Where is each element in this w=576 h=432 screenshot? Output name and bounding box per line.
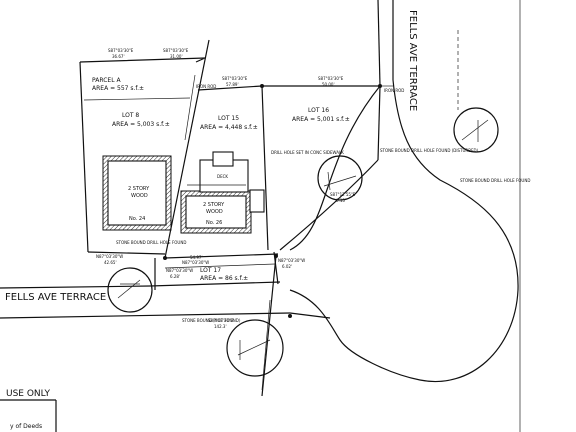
detail-circle-right [453, 107, 499, 153]
deck-label: DECK [217, 174, 228, 179]
deeds-label: y of Deeds [10, 423, 42, 430]
lot15-area: AREA = 4,448 s.f.± [200, 124, 258, 131]
bearing-4: N87°03'30"W [166, 268, 193, 273]
lot17-area: AREA = 86 s.f.± [200, 275, 248, 282]
iron-rod-label-2: IRON ROD [196, 84, 216, 89]
bearing-10: S87°12'55"E [330, 192, 356, 197]
shed [249, 189, 265, 213]
bearing-8-dist: 57.89' [226, 82, 239, 87]
parcel-a-name: PARCEL A [92, 77, 121, 84]
deck-step [212, 151, 234, 167]
bearing-9-dist: 50.00' [322, 82, 335, 87]
bearing-2: S87°03'30"E [163, 48, 189, 53]
bearing-3-dist: 42.65' [104, 260, 117, 265]
iron-rod-label: IRON ROD [384, 88, 404, 93]
lot15-name: LOT 15 [218, 115, 239, 122]
stone-bound-marker [274, 254, 278, 258]
detail-circle-bottom [226, 319, 284, 377]
bearing-9: S87°03'30"E [318, 76, 344, 81]
detail-circle-right-middle [317, 155, 363, 201]
bearing-6-dist: 6.02' [282, 264, 292, 269]
curve-arc-inner [289, 85, 381, 251]
stone-bound-not-found-label: STONE BOUND (NOT FOUND) [182, 318, 241, 323]
bearing-5-dist: 54.97' [190, 255, 203, 260]
iron-rod-marker [378, 84, 382, 88]
bearing-10-dist: 0.15' [336, 198, 346, 203]
detail-circle-lower-left [107, 267, 153, 313]
lot16-area: AREA = 5,001 s.f.± [292, 116, 350, 123]
lot16-name: LOT 16 [308, 107, 329, 114]
use-only-label: USE ONLY [6, 389, 50, 399]
bearing-7: S87°03'30"E [208, 318, 234, 323]
house-26 [185, 195, 247, 229]
stone-bound-right-label: STONE BOUND DRILL HOLE FOUND [460, 178, 530, 183]
house24-number: No. 24 [129, 216, 145, 222]
parcel-a-area: AREA = 557 s.f.± [92, 85, 144, 92]
bearing-4-dist: 6.28' [170, 274, 180, 279]
bearing-7-dist: 142.3' [214, 324, 227, 329]
lot17-name: LOT 17 [200, 267, 221, 274]
bearing-1: S87°03'30"E [108, 48, 134, 53]
stone-bound-not-found-marker [288, 314, 292, 318]
lot17-line [164, 263, 276, 269]
bearing-2-dist: 31.00' [170, 54, 183, 59]
fells-ave-terrace-street-lines [377, 0, 394, 87]
iron-rod-marker-2 [260, 84, 264, 88]
drill-hole-set-label: DRILL HOLE SET IN CONC SIDEWALK [271, 150, 344, 155]
house24-label2: WOOD [131, 193, 148, 199]
stone-bound-disturbed-label: STONE BOUND DRILL HOLE FOUND (DISTURBED) [380, 148, 479, 153]
bearing-6: N87°03'30"W [278, 258, 305, 263]
cul-de-sac-curve [289, 79, 519, 382]
house26-label2: WOOD [206, 209, 223, 215]
bearing-8: S87°03'30"E [222, 76, 248, 81]
stone-bound-drill-marker [163, 256, 167, 260]
bearing-3: N87°03'30"W [96, 254, 123, 259]
bearing-5: N87°03'30"W [182, 260, 209, 265]
street-label-horizontal: FELLS AVE TERRACE [5, 292, 106, 303]
curve-lot-line [279, 159, 379, 251]
division-line-diagonal [164, 39, 210, 259]
street-label-vertical: FELLS AVE TERRACE [407, 10, 418, 111]
radial-line [261, 255, 277, 397]
lot8-area: AREA = 5,003 s.f.± [112, 121, 170, 128]
bearing-1-dist: 36.67' [112, 54, 125, 59]
lot8-name: LOT 8 [122, 112, 139, 119]
house-24 [107, 160, 167, 226]
house26-number: No. 26 [206, 220, 222, 226]
division-line-secondary [184, 74, 196, 141]
house24-label: 2 STORY [128, 186, 150, 192]
house26-label: 2 STORY [203, 202, 225, 208]
stone-bound-drill-label: STONE BOUND DRILL HOLE FOUND [116, 240, 186, 245]
